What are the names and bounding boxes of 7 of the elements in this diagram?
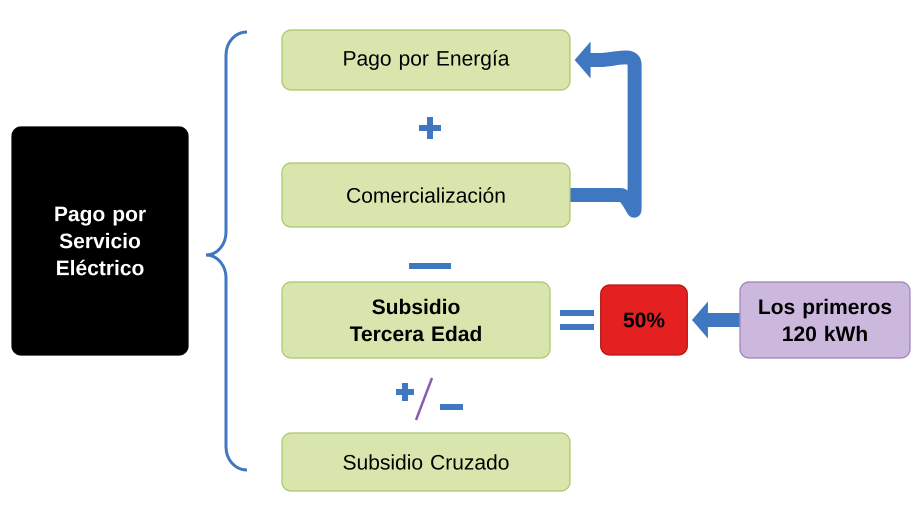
process-box: Comercialización (281, 162, 571, 228)
process-box: Subsidio Tercera Edad (281, 281, 551, 359)
percentage-box: 50% (600, 284, 688, 356)
process-box: Subsidio Cruzado (281, 432, 571, 492)
service-box: Pago por Servicio Eléctrico (11, 126, 189, 356)
condition-box: Los primeros 120 kWh (739, 281, 911, 359)
process-box: Pago por Energía (281, 29, 571, 91)
